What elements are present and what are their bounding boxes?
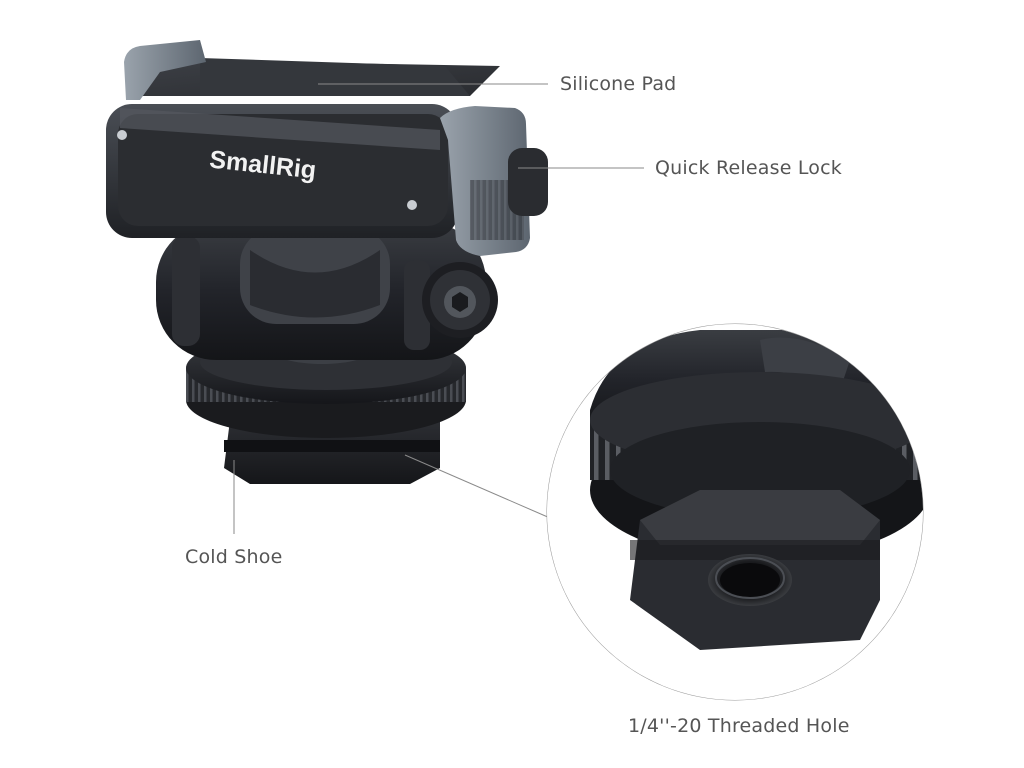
callout-quick-release-lock: Quick Release Lock bbox=[655, 157, 842, 179]
hinge-body bbox=[156, 222, 498, 360]
callout-silicone-pad: Silicone Pad bbox=[560, 73, 677, 95]
zoom-leader bbox=[404, 454, 551, 519]
quick-release-lock-lever bbox=[440, 106, 548, 256]
callout-cold-shoe: Cold Shoe bbox=[185, 546, 283, 568]
left-lock-tab bbox=[124, 40, 206, 100]
threaded-hole bbox=[708, 554, 792, 606]
zoom-inset bbox=[547, 324, 923, 700]
mount-main-view: SmallRig bbox=[106, 40, 548, 484]
cold-shoe-base bbox=[224, 420, 440, 484]
quick-release-plate: SmallRig bbox=[106, 40, 500, 238]
callout-threaded-hole: 1/4''-20 Threaded Hole bbox=[628, 715, 850, 737]
